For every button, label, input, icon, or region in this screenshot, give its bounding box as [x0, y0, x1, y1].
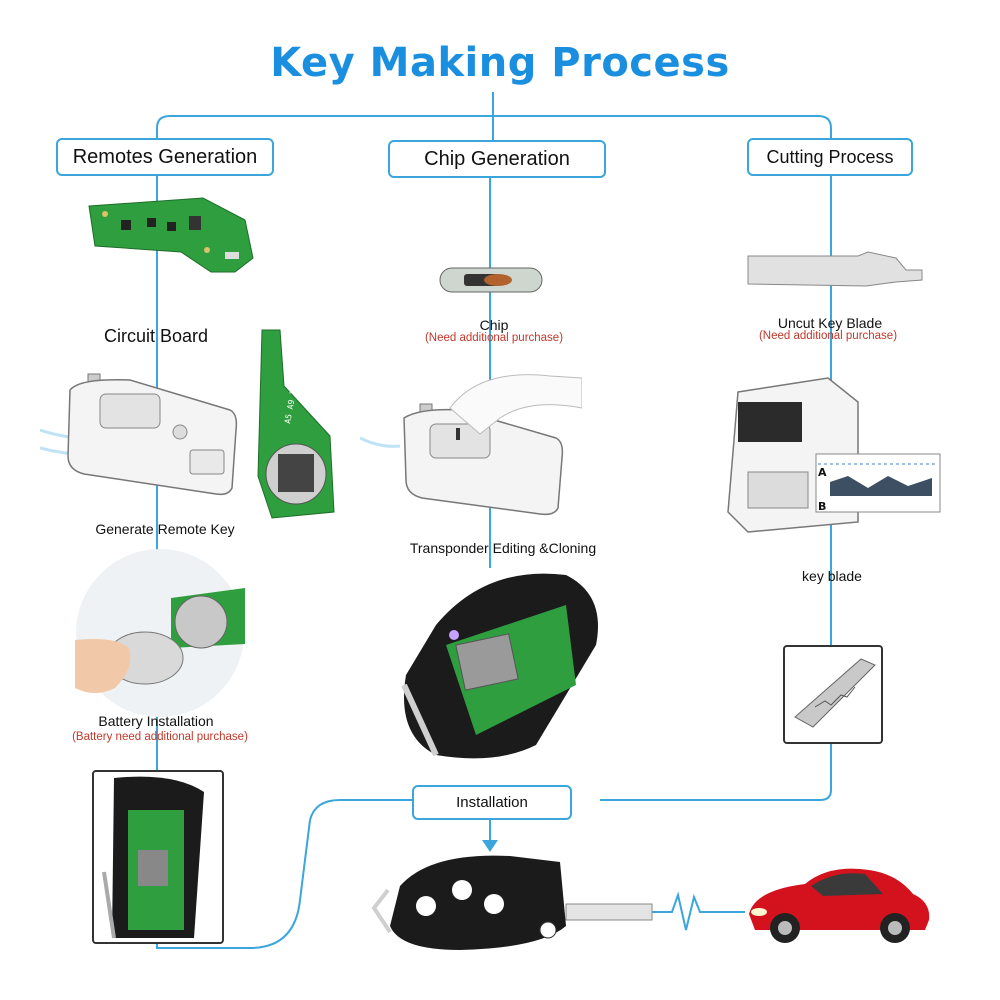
key-cutting-machine-image: A B [727, 377, 941, 533]
transponder-editing-label: Transponder Editing &Cloning [409, 540, 597, 556]
battery-installation-image [75, 549, 245, 717]
uncut-key-blade-image [747, 251, 923, 287]
cut-blade-frame [783, 645, 883, 744]
circuit-board-image [88, 197, 254, 273]
cut-blade-image [794, 658, 876, 728]
chip-image [439, 267, 543, 293]
installed-key-image [102, 776, 204, 939]
remotes-to-install-line [156, 799, 412, 949]
transponder-device-image [360, 374, 582, 516]
chart-label-a: A [818, 466, 827, 479]
chip-note: (Need additional purchase) [424, 332, 564, 344]
cutting-to-install-line [600, 740, 832, 801]
install-arrow-head [482, 840, 498, 852]
generate-remote-key-label: Generate Remote Key [95, 521, 235, 537]
battery-note: (Battery need additional purchase) [72, 731, 248, 743]
uncut-key-blade-label: Uncut Key Blade [777, 315, 883, 331]
installation-box: Installation [412, 785, 572, 820]
remote-programmer-image [40, 373, 238, 496]
remotes-generation-header: Remotes Generation [56, 138, 274, 176]
installed-key-frame [92, 770, 224, 944]
chart-label-b: B [818, 500, 826, 513]
battery-installation-label: Battery Installation [98, 713, 214, 729]
cutting-process-header: Cutting Process [747, 138, 913, 176]
signal-line [652, 891, 745, 931]
open-flip-key-image [401, 573, 598, 759]
red-car-image [749, 868, 930, 943]
remote-pcb-image: A5 A9 123 [250, 329, 335, 519]
circuit-board-label: Circuit Board [103, 326, 209, 346]
key-blade-label: key blade [802, 568, 862, 584]
blade-note: (Need additional purchase) [758, 330, 898, 342]
page-title: Key Making Process [270, 40, 730, 86]
final-flip-key-image [371, 855, 653, 950]
chip-label: Chip [479, 317, 509, 333]
chip-generation-header: Chip Generation [388, 140, 606, 178]
